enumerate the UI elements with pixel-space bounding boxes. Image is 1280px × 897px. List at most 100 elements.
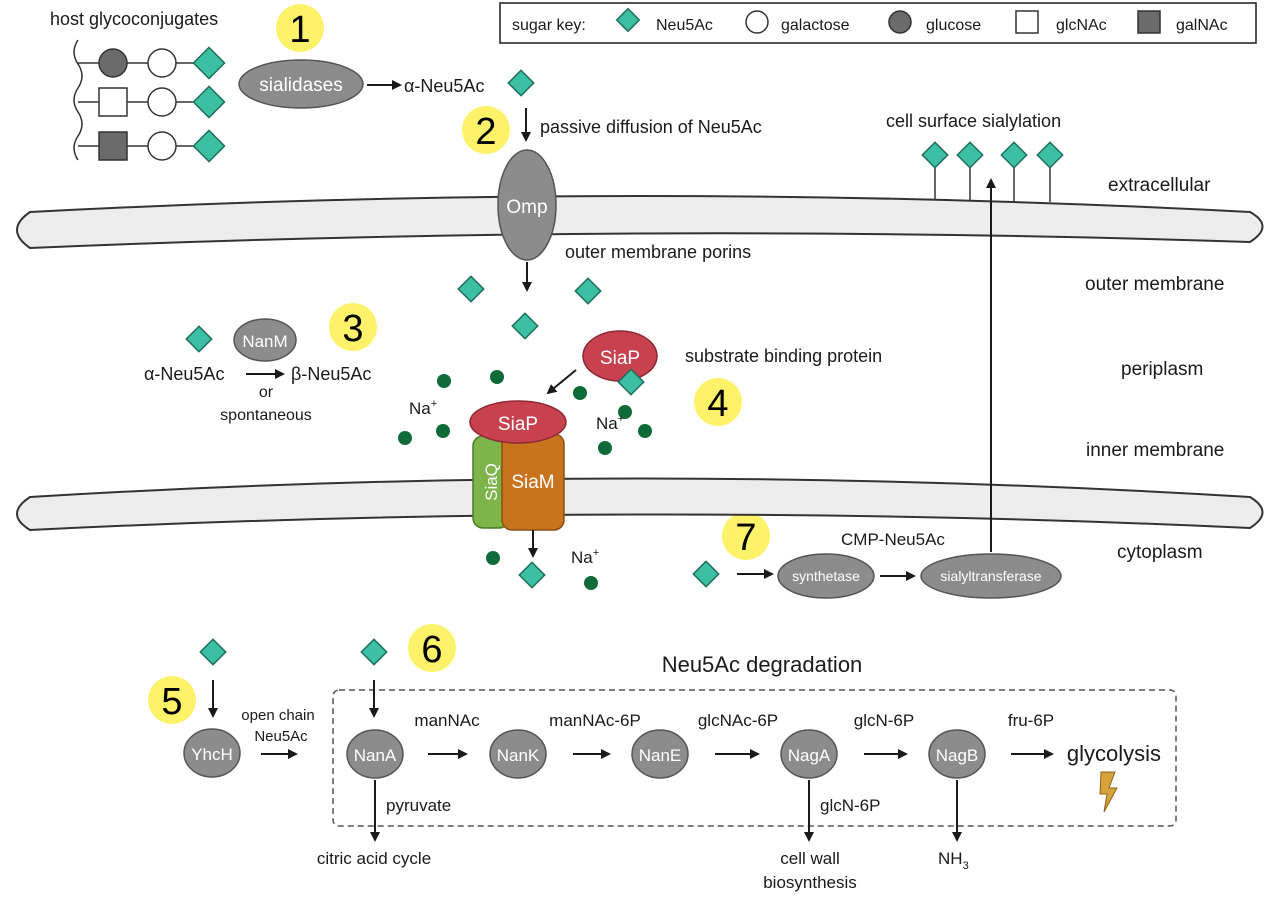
step-badge-7: 7 xyxy=(722,512,770,560)
glycolysis-label: glycolysis xyxy=(1067,741,1161,766)
nanm-enzyme xyxy=(233,318,297,362)
neu5ac-icon xyxy=(1000,141,1028,169)
siap-binding-arrow xyxy=(546,369,577,395)
siap-bound-protein xyxy=(469,400,567,444)
product-mannac: manNAc xyxy=(414,711,480,730)
nank-enzyme xyxy=(489,729,547,779)
sialidases-label: sialidases xyxy=(259,75,342,96)
galactose-icon xyxy=(147,48,177,78)
siaq-label: SiaQ xyxy=(482,463,501,501)
neu5ac-icon xyxy=(199,638,227,666)
outer-membrane xyxy=(16,195,1264,250)
neu5ac-bound-icon xyxy=(617,368,645,396)
step-badge-1: 1 xyxy=(276,4,324,52)
step-badge-2: 2 xyxy=(462,106,510,154)
yhch-label: YhcH xyxy=(191,745,233,764)
sialyltransferase-label: sialyltransferase xyxy=(940,568,1041,584)
svg-text:6: 6 xyxy=(421,629,442,671)
spontaneous-label: spontaneous xyxy=(220,407,312,424)
sugar-key-galactose: galactose xyxy=(781,17,850,34)
neu5ac-icon xyxy=(192,46,226,80)
galnac-icon xyxy=(98,131,128,161)
glycan-backbone xyxy=(73,39,83,161)
na-label: Na+ xyxy=(409,398,437,418)
citric-acid-cycle-label: citric acid cycle xyxy=(317,849,431,868)
neu5ac-icon xyxy=(360,638,388,666)
host-glycoconjugates: host glycoconjugates xyxy=(50,9,226,163)
region-outer-membrane: outer membrane xyxy=(1085,274,1224,295)
sugar-key-glcnac: glcNAc xyxy=(1056,17,1107,34)
svg-text:7: 7 xyxy=(735,517,756,559)
cell-surface-sialylation-label: cell surface sialylation xyxy=(886,111,1061,131)
siap-bound-label: SiaP xyxy=(498,414,538,435)
open-chain-neu5ac-label: Neu5Ac xyxy=(254,728,308,745)
nana-enzyme xyxy=(346,729,404,779)
sugar-key-neu5ac: Neu5Ac xyxy=(656,17,713,34)
pyruvate-label: pyruvate xyxy=(386,796,451,815)
naga-enzyme xyxy=(780,729,838,779)
cmp-neu5ac-label: CMP-Neu5Ac xyxy=(841,530,945,549)
glcnac-key-icon xyxy=(1015,10,1039,34)
degradation-title: Neu5Ac degradation xyxy=(662,652,863,677)
neu5ac-icon xyxy=(956,141,984,169)
omp-label: Omp xyxy=(506,197,547,218)
svg-text:2: 2 xyxy=(475,111,496,153)
open-chain-label: open chain xyxy=(241,707,314,724)
neu5ac-icon xyxy=(185,325,213,353)
nanm-label: NanM xyxy=(242,332,287,351)
neu5ac-icon xyxy=(192,129,226,163)
biosynthesis-label: biosynthesis xyxy=(763,873,857,892)
neu5ac-icon xyxy=(457,275,485,303)
sugar-key: sugar key: Neu5Ac galactose glucose glcN… xyxy=(499,2,1257,44)
sugar-key-glucose: glucose xyxy=(926,17,981,34)
glucose-key-icon xyxy=(888,10,912,34)
nank-label: NanK xyxy=(497,746,540,765)
glcn-6p-side-label: glcN-6P xyxy=(820,796,880,815)
product-glcnac-6p: glcNAc-6P xyxy=(698,711,778,730)
glucose-icon xyxy=(98,48,128,78)
product-fru-6p: fru-6P xyxy=(1008,711,1054,730)
neu5ac-icon xyxy=(192,85,226,119)
region-inner-membrane: inner membrane xyxy=(1086,440,1224,461)
siam-label: SiaM xyxy=(511,472,554,493)
nane-label: NanE xyxy=(639,746,682,765)
region-extracellular: extracellular xyxy=(1108,175,1211,196)
outer-membrane-porins-label: outer membrane porins xyxy=(565,242,751,262)
product-mannac-6p: manNAc-6P xyxy=(549,711,641,730)
synthetase-label: synthetase xyxy=(792,568,860,584)
na-label: Na+ xyxy=(596,413,624,433)
neu5ac-icon xyxy=(921,141,949,169)
step-badge-6: 6 xyxy=(408,624,456,672)
degradation-box xyxy=(332,689,1177,827)
galnac-key-icon xyxy=(1137,10,1161,34)
galactose-icon xyxy=(147,87,177,117)
nh3-label: NH3 xyxy=(938,849,969,872)
cell-wall-label: cell wall xyxy=(780,849,840,868)
substrate-binding-label: substrate binding protein xyxy=(685,346,882,366)
neu5ac-icon xyxy=(507,69,535,97)
product-glcn-6p: glcN-6P xyxy=(854,711,914,730)
step-badge-4: 4 xyxy=(694,378,742,426)
siap-free-label: SiaP xyxy=(600,348,640,369)
nagb-enzyme xyxy=(928,729,986,779)
or-label: or xyxy=(259,384,274,401)
beta-neu5ac-label: β-Neu5Ac xyxy=(291,364,371,384)
neu5ac-cytoplasm-icon xyxy=(518,561,546,589)
svg-text:3: 3 xyxy=(342,308,363,350)
neu5ac-key-icon xyxy=(615,7,641,33)
sialyltransferase-enzyme xyxy=(920,553,1062,599)
region-periplasm: periplasm xyxy=(1121,359,1203,380)
svg-text:5: 5 xyxy=(161,681,182,723)
alpha-neu5ac-label: α-Neu5Ac xyxy=(144,364,224,384)
yhch-enzyme xyxy=(183,728,241,778)
neu5ac-icon xyxy=(692,560,720,588)
step-badge-5: 5 xyxy=(148,676,196,724)
energy-bolt-icon xyxy=(1099,771,1118,813)
host-glycoconjugates-label: host glycoconjugates xyxy=(50,9,218,29)
sialidases-enzyme xyxy=(238,59,364,109)
neu5ac-icon xyxy=(574,277,602,305)
alpha-neu5ac-released: α-Neu5Ac xyxy=(404,76,484,96)
svg-text:1: 1 xyxy=(289,9,310,51)
nagb-label: NagB xyxy=(936,746,979,765)
